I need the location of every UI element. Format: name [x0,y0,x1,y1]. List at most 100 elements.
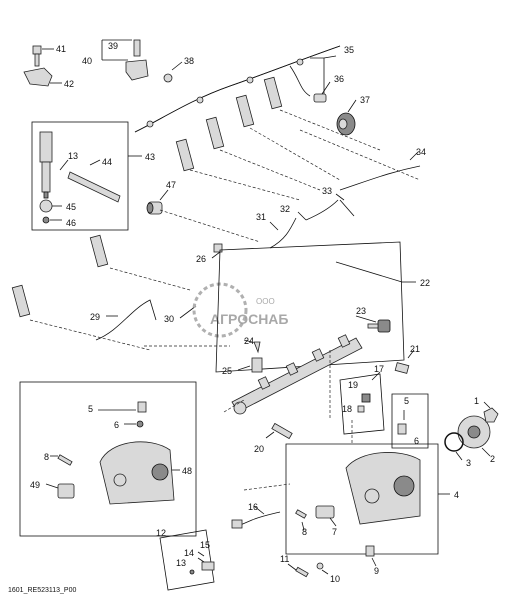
callout-9: 9 [374,566,379,576]
callout-21: 21 [410,344,420,354]
callout-5-right: 5 [404,396,409,406]
injector-kit-43-box [31,121,129,231]
callout-39: 39 [108,41,118,51]
callout-42: 42 [64,79,74,89]
callout-38: 38 [184,56,194,66]
callout-15: 15 [200,540,210,550]
part-14 [201,561,215,571]
callout-41: 41 [56,44,66,54]
valve-21 [394,362,410,374]
seal-45 [39,199,53,213]
callout-8-left: 8 [44,452,49,462]
pipe-34 [339,165,421,191]
injector-row [11,76,283,318]
seal-46 [42,216,50,224]
pipe-32 [305,199,339,221]
tube-44 [67,171,121,203]
rail-assembly-22-box [215,241,405,373]
callout-5-left: 5 [88,404,93,414]
bracket-39-40 [101,39,173,83]
bolt-11 [295,566,309,578]
callout-6-left: 6 [114,420,119,430]
callout-11: 11 [280,554,289,564]
part-5-6-left [98,401,147,428]
callout-32: 32 [280,204,290,214]
part-10 [316,562,324,570]
clamp-42 [23,67,53,87]
pump-assembly-4-box [285,443,439,555]
valve-49 [57,483,75,499]
wiring-harness [134,45,341,133]
callout-23: 23 [356,306,366,316]
callout-3: 3 [466,458,471,468]
callout-40: 40 [82,56,92,66]
pump-48 [99,441,175,505]
callout-26: 26 [196,254,206,264]
watermark-prefix: ООО [256,297,275,306]
callout-24: 24 [244,336,254,346]
callout-14: 14 [184,548,194,558]
pipe-31 [269,217,297,249]
callout-22: 22 [420,278,430,288]
callout-4: 4 [454,490,459,500]
callout-43: 43 [145,152,155,162]
box-5-6-right [391,393,429,449]
callout-47: 47 [166,180,176,190]
box-17-18-19 [339,373,385,435]
part-6-right [397,423,407,435]
bolt-20 [271,422,293,440]
fuel-rail [231,334,363,415]
bolt-41 [32,45,42,67]
part-24 [253,341,261,354]
clamp-47 [146,201,163,215]
callout-13-bottom: 13 [176,558,186,568]
callout-19: 19 [348,380,358,390]
callout-2: 2 [490,454,495,464]
pipe-16 [231,511,281,529]
callout-29: 29 [90,312,100,322]
callout-44: 44 [102,157,112,167]
callout-7: 7 [332,527,337,537]
callout-36: 36 [334,74,344,84]
callout-49: 49 [30,480,40,490]
pump-4 [345,452,421,525]
box-12-13-14-15 [159,529,215,591]
pump-kit-48-box [19,381,197,537]
part-19 [361,393,371,403]
callout-17: 17 [374,364,384,374]
pin-7-right [315,505,335,519]
pin-7-left [57,454,73,466]
nut-1 [483,407,499,423]
callout-46: 46 [66,218,76,228]
callout-33: 33 [322,186,332,196]
callout-20: 20 [254,444,264,454]
callout-8-right: 8 [302,527,307,537]
callout-labels: 41 42 39 40 38 35 36 37 43 13 44 45 46 4… [30,41,495,584]
callout-18: 18 [342,404,352,414]
callout-12: 12 [156,528,166,538]
part-18 [357,405,365,413]
part-13 [189,569,195,575]
callout-10: 10 [330,574,340,584]
part-9 [365,545,375,557]
watermark: ООО АГРОСНАБ [192,282,288,338]
callout-6-right: 6 [414,436,419,446]
callout-35: 35 [344,45,354,55]
connector-35-36-37 [310,57,356,136]
sensor-23 [367,319,391,333]
callout-25: 25 [222,366,232,376]
watermark-brand: АГРОСНАБ [210,311,288,327]
callout-31: 31 [256,212,266,222]
callout-48: 48 [182,466,192,476]
pipe-33 [339,199,355,217]
diagram-caption: 1601_RE523113_P00 [8,587,76,594]
part-8-right [295,509,307,519]
callout-45: 45 [66,202,76,212]
callout-13: 13 [68,151,78,161]
part-26 [213,243,223,253]
part-25 [251,357,263,373]
callout-34: 34 [416,147,426,157]
callout-37: 37 [360,95,370,105]
callout-16: 16 [248,502,258,512]
